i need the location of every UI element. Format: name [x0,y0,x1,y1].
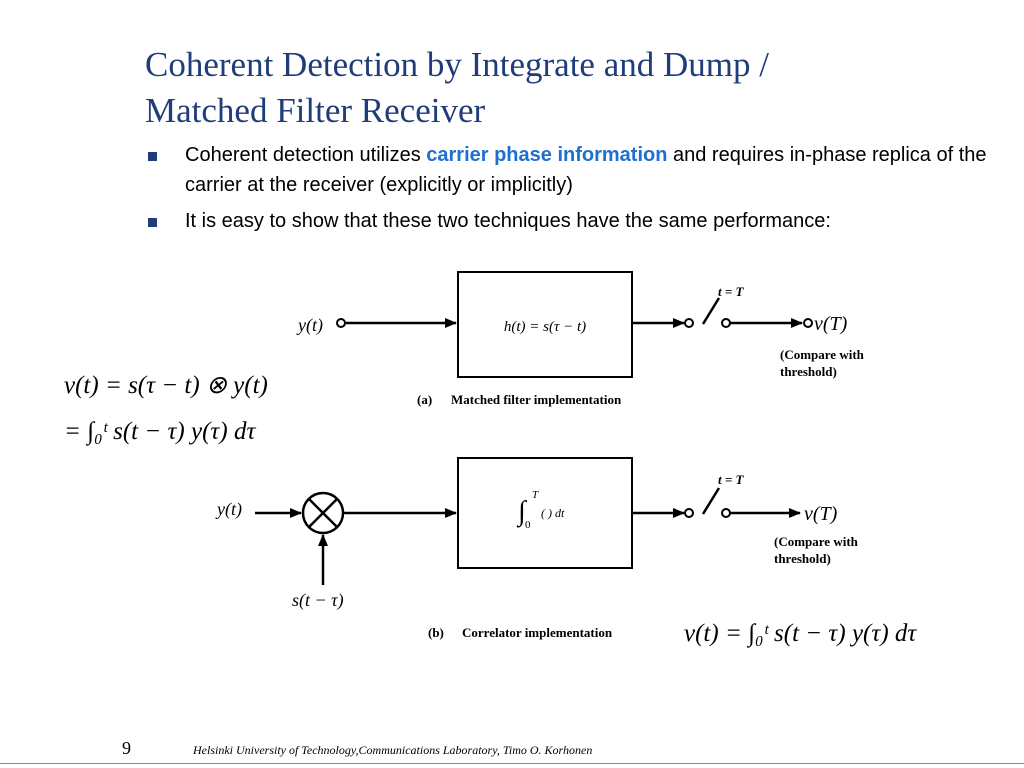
threshold-note-1: (Compare with [774,534,859,549]
input-label: y(t) [296,315,323,336]
square-bullet-icon [148,152,157,161]
input-terminal [336,318,346,328]
bullet-text-pre: Coherent detection utilizes [185,144,427,166]
bullet-item: It is easy to show that these two techni… [145,206,995,236]
caption: Correlator implementation [462,625,613,640]
integrand: ( ) dt [541,506,565,520]
switch-label: t = T [718,284,745,299]
title-line-1: Coherent Detection by Integrate and Dump… [145,45,769,84]
convolution-equation: v(t) = s(τ − t) ⊗ y(t) [64,372,268,399]
output-label: v(T) [804,503,838,525]
switch-contact-left [684,508,694,518]
footer-text: Helsinki University of Technology,Commun… [193,743,593,757]
switch-label: t = T [718,472,745,487]
slide-title: Coherent Detection by Integrate and Dump… [145,42,945,134]
footer-divider [0,763,1024,764]
multiply-cross-2 [308,498,338,528]
integral-upper: T [532,489,539,501]
switch-contact-right [721,318,731,328]
matched-filter-diagram: y(t) h(t) = s(τ − t) t = T v(T) (Compare… [296,271,865,407]
caption-tag: (a) [417,392,432,407]
integral-lower: 0 [525,519,531,531]
bullet-item: Coherent detection utilizes carrier phas… [145,140,995,200]
bullet-list: Coherent detection utilizes carrier phas… [145,140,995,242]
switch-contact-left [684,318,694,328]
bullet-text-pre: It is easy to show that these two techni… [185,210,831,232]
correlation-integral-equation: v(t) = ∫₀ᵗ s(t − τ) y(τ) dτ [684,620,917,647]
output-terminal [803,318,813,328]
threshold-note-2: threshold) [774,551,831,566]
threshold-note-2: threshold) [780,364,837,379]
convolution-integral-equation: = ∫₀ᵗ s(t − τ) y(τ) dτ [64,418,256,445]
matched-filter-box [457,271,633,378]
caption-tag: (b) [428,625,444,640]
output-label: v(T) [814,313,848,335]
title-line-2: Matched Filter Receiver [145,91,486,130]
bullet-highlight: carrier phase information [426,144,668,166]
bullet-text-post: and requires in-phase replica of the car… [185,144,987,196]
correlator-diagram: y(t) s(t − τ) ∫ T 0 ( ) dt t = T v(T) (C… [215,457,859,640]
reference-label: s(t − τ) [292,590,344,611]
square-bullet-icon [148,218,157,227]
threshold-note-1: (Compare with [780,347,865,362]
integral-sign: ∫ [516,496,528,528]
sampling-switch [701,487,721,515]
switch-contact-right [721,508,731,518]
integrator-box [457,457,633,569]
input-label: y(t) [215,499,242,520]
sampling-switch [701,297,721,325]
caption: Matched filter implementation [451,392,622,407]
page-number: 9 [122,738,131,758]
filter-label: h(t) = s(τ − t) [504,319,586,335]
